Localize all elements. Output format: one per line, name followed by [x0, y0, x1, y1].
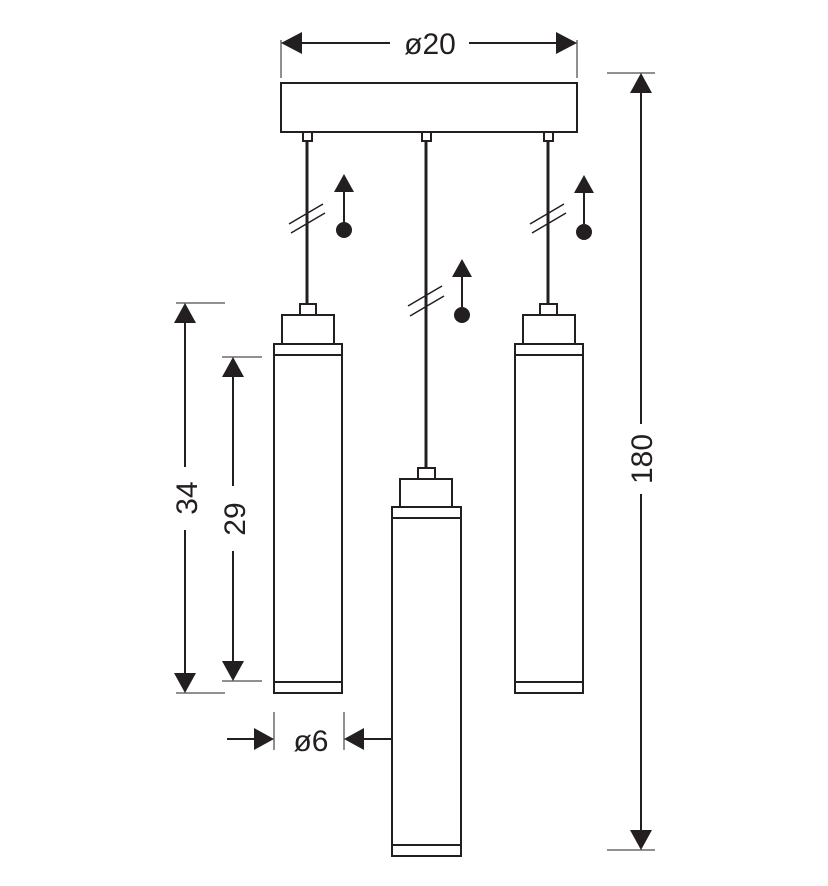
- shade-cap: [399, 478, 453, 508]
- shade-height-inner-dimension: 29: [219, 356, 262, 682]
- arrow-right-icon: [556, 32, 577, 54]
- arrow-up-with-dot-icon: [574, 175, 594, 240]
- cable-break-icon: [529, 203, 567, 234]
- arrow-down-icon: [630, 830, 652, 850]
- cable-anchor: [543, 131, 554, 142]
- canopy-width-dimension: ø20: [280, 28, 578, 78]
- shade-height-outer-label: 34: [171, 481, 204, 514]
- arrow-up-with-dot-icon: [452, 259, 472, 323]
- shade-cap: [522, 314, 576, 345]
- arrow-down-icon: [222, 661, 244, 681]
- shade-diameter-dimension: ø6: [227, 712, 392, 758]
- shade-cap: [281, 314, 335, 345]
- arrow-left-icon: [281, 32, 302, 54]
- arrow-up-with-dot-icon: [334, 174, 354, 238]
- arrow-left-icon: [344, 728, 364, 750]
- cable-anchor: [421, 131, 432, 142]
- canopy-diameter-label: ø20: [404, 28, 456, 61]
- arrow-up-icon: [222, 357, 244, 377]
- left-pendant: [273, 131, 354, 694]
- cable-clamp: [299, 303, 317, 316]
- lamp-shade: [273, 343, 343, 694]
- arrow-up-icon: [630, 73, 652, 93]
- total-height-dimension: 180: [607, 72, 659, 851]
- total-height-label: 180: [626, 434, 659, 484]
- shade-diameter-label: ø6: [293, 725, 328, 758]
- arrow-down-icon: [174, 673, 196, 693]
- arrow-right-icon: [254, 728, 274, 750]
- lamp-shade: [514, 343, 584, 694]
- cable-clamp: [539, 303, 558, 316]
- arrow-up-icon: [174, 303, 196, 323]
- cable-break-icon: [407, 285, 445, 317]
- canopy-plate: [280, 82, 578, 133]
- lamp-shade: [391, 506, 462, 857]
- cable-anchor: [302, 131, 313, 142]
- right-pendant: [514, 131, 594, 694]
- shade-height-outer-dimension: 34: [171, 302, 225, 694]
- shade-height-inner-label: 29: [219, 502, 252, 535]
- middle-pendant: [391, 131, 472, 857]
- cable-break-icon: [288, 203, 326, 234]
- cable-clamp: [417, 467, 436, 480]
